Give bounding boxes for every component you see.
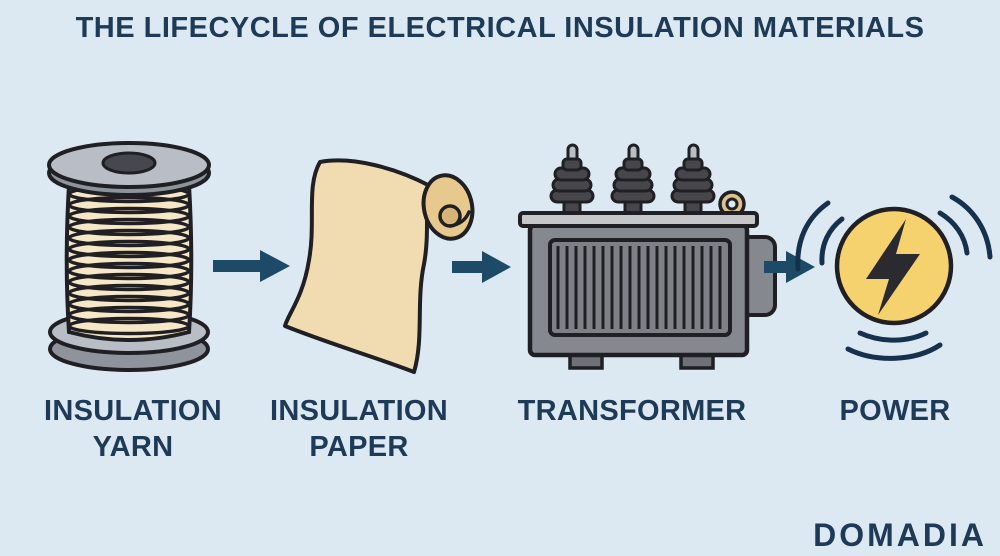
yarn-spool-icon [44,136,214,381]
flow-arrow-icon [764,250,816,284]
brand-logo-text: DOMADIA [813,517,987,553]
stage-label-insulation-paper: INSULATION PAPER [246,393,472,465]
stage-label-line: PAPER [309,431,409,463]
power-bolt-icon [790,183,998,366]
stage-label-insulation-yarn: INSULATION YARN [20,393,246,465]
stage-label-line: TRANSFORMER [517,395,747,427]
stage-label-line: YARN [92,431,174,463]
flow-arrow-icon [213,249,291,283]
flow-arrow-icon [452,250,512,284]
stage-label-transformer: TRANSFORMER [503,393,761,429]
stage-label-line: INSULATION [269,395,449,427]
page-title: THE LIFECYCLE OF ELECTRICAL INSULATION M… [75,12,925,44]
stage-label-power: POWER [791,393,999,429]
stage-label-line: INSULATION [43,395,223,427]
stage-label-line: POWER [839,395,951,427]
paper-scroll-icon [278,152,478,382]
transformer-icon [513,142,783,382]
